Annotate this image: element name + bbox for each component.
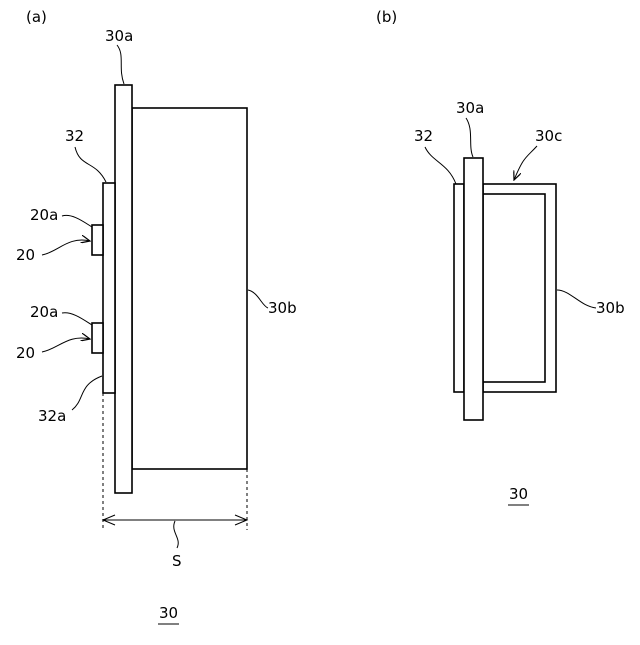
- panel-a: (a) 30a 32 20a 20 20a 20 32a 30b: [16, 8, 297, 624]
- panel-a-leader-30b: [248, 290, 268, 308]
- panel-b-label-30c: 30c: [535, 127, 562, 145]
- panel-a-label-30a: 30a: [105, 27, 133, 45]
- panel-b: (b) 32 30a 30c 30b 30: [376, 8, 625, 505]
- panel-a-leader-32a: [72, 376, 102, 410]
- panel-a-arrow-20-bottom: [42, 338, 90, 352]
- panel-a-component-20-bottom: [92, 323, 103, 353]
- panel-a-leader-32: [75, 147, 106, 182]
- panel-a-label-32: 32: [65, 127, 84, 145]
- panel-b-board-32: [454, 184, 464, 392]
- panel-b-caption: (b): [376, 8, 397, 26]
- panel-b-leader-30b: [557, 290, 596, 308]
- panel-a-plate-30a: [115, 85, 132, 493]
- panel-a-label-20-bottom: 20: [16, 344, 35, 362]
- panel-b-figure-number: 30: [509, 485, 528, 503]
- panel-b-arrow-30c: [514, 146, 537, 180]
- panel-b-cavity-30c: [483, 194, 545, 382]
- panel-a-body-30b: [132, 108, 247, 469]
- panel-b-label-30a: 30a: [456, 99, 484, 117]
- panel-a-component-20-top: [92, 225, 103, 255]
- panel-a-label-20a-bottom: 20a: [30, 303, 58, 321]
- panel-b-plate-30a: [464, 158, 483, 420]
- panel-a-label-20-top: 20: [16, 246, 35, 264]
- panel-a-leader-30a: [117, 45, 124, 84]
- panel-b-leader-32: [425, 147, 456, 184]
- panel-a-label-20a-top: 20a: [30, 206, 58, 224]
- panel-a-leader-20a-bottom: [62, 313, 92, 325]
- panel-a-arrow-20-top: [42, 240, 90, 255]
- panel-a-label-30b: 30b: [268, 299, 297, 317]
- panel-a-label-32a: 32a: [38, 407, 66, 425]
- panel-a-board-32: [103, 183, 115, 393]
- panel-b-leader-30a: [466, 118, 473, 157]
- panel-a-leader-S: [174, 521, 178, 548]
- panel-b-label-30b: 30b: [596, 299, 625, 317]
- panel-a-leader-20a-top: [62, 215, 92, 227]
- panel-a-caption: (a): [26, 8, 47, 26]
- panel-a-figure-number: 30: [159, 604, 178, 622]
- panel-a-label-S: S: [172, 552, 182, 570]
- panel-b-label-32: 32: [414, 127, 433, 145]
